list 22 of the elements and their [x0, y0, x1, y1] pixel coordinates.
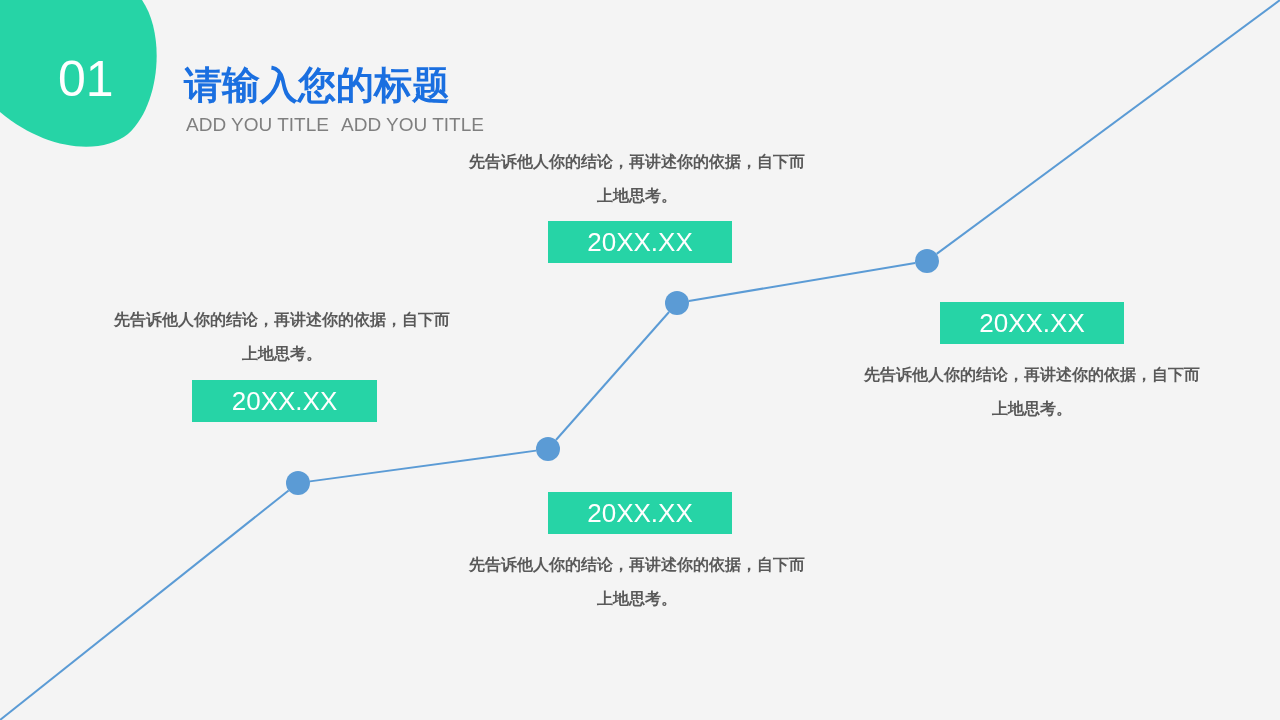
- timeline-dot: [915, 249, 939, 273]
- timeline-dot: [286, 471, 310, 495]
- timeline-dot: [665, 291, 689, 315]
- date-label: 20XX.XX: [940, 302, 1124, 344]
- connector-line: [0, 489, 290, 720]
- connector-line: [687, 262, 917, 302]
- connector-line: [308, 449, 538, 483]
- date-label: 20XX.XX: [192, 380, 377, 422]
- section-number: 01: [58, 50, 114, 108]
- date-label: 20XX.XX: [548, 221, 732, 263]
- description-text: 先告诉他人你的结论，再讲述你的依据，自下而上地思考。: [113, 309, 451, 365]
- description-text: 先告诉他人你的结论，再讲述你的依据，自下而上地思考。: [468, 151, 806, 207]
- subtitle-text: ADD YOU TITLE: [341, 114, 484, 136]
- timeline-dot: [536, 437, 560, 461]
- description-text: 先告诉他人你的结论，再讲述你的依据，自下而上地思考。: [863, 364, 1201, 420]
- date-label: 20XX.XX: [548, 492, 732, 534]
- connector-line: [935, 0, 1280, 255]
- description-text: 先告诉他人你的结论，再讲述你的依据，自下而上地思考。: [468, 554, 806, 610]
- title: 请输入您的标题: [184, 62, 450, 109]
- subtitle-text: ADD YOU TITLE: [186, 114, 329, 136]
- connector-line: [554, 311, 671, 441]
- number-blob: [0, 0, 160, 150]
